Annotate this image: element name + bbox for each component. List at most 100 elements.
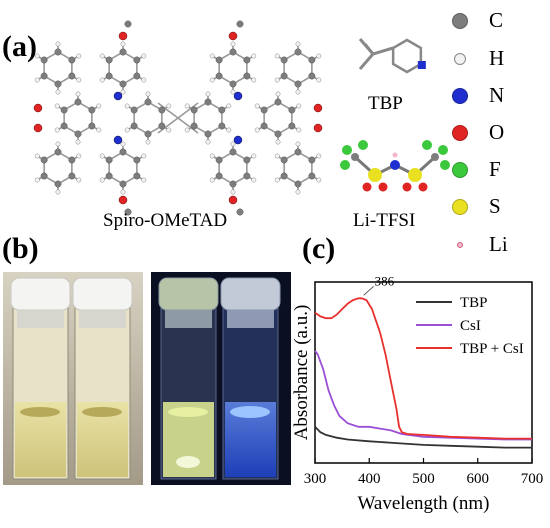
atom-color-dot: [452, 198, 468, 215]
atom-color-dot: [452, 161, 468, 178]
carbon-atom: [40, 56, 48, 64]
carbon-atom: [294, 148, 302, 156]
hydrogen-atom: [230, 41, 236, 47]
carbon-atom: [215, 72, 223, 80]
nitrogen-atom: [233, 91, 243, 101]
carbon-atom: [204, 98, 212, 106]
panel-a-label: (a): [2, 30, 37, 63]
series-line: [314, 350, 532, 441]
hydrogen-atom: [75, 91, 81, 97]
hydrogen-atom: [99, 77, 105, 83]
carbon-atom: [229, 180, 237, 188]
carbon-atom: [280, 172, 288, 180]
sulfur-atom: [408, 168, 422, 182]
carbon-atom: [54, 80, 62, 88]
hydrogen-atom: [166, 103, 172, 109]
hydrogen-atom: [209, 53, 215, 59]
hydrogen-atom: [230, 189, 236, 195]
hydrogen-atom: [274, 177, 280, 183]
hydrogen-atom: [254, 103, 260, 109]
carbon-atom: [105, 72, 113, 80]
carbon-atom: [40, 172, 48, 180]
hydrogen-atom: [145, 139, 151, 145]
hydrogen-atom: [209, 153, 215, 159]
atom-color-dot: [457, 241, 463, 248]
hydrogen-atom: [316, 53, 322, 59]
carbon-atom: [288, 122, 296, 130]
carbon-atom: [308, 72, 316, 80]
hydrogen-atom: [316, 77, 322, 83]
x-tick-label: 300: [304, 471, 327, 487]
hydrogen-atom: [316, 177, 322, 183]
carbon-atom: [105, 56, 113, 64]
hydrogen-atom: [254, 127, 260, 133]
carbon-atom: [54, 148, 62, 156]
carbon-atom: [130, 106, 138, 114]
atom-legend-item: H: [452, 46, 504, 71]
atom-layer: [33, 20, 323, 216]
legend-label: CsI: [460, 318, 481, 334]
hydrogen-atom: [55, 141, 61, 147]
hydrogen-atom: [275, 91, 281, 97]
panel-c-label: (c): [302, 232, 336, 265]
fluorine-atom: [422, 140, 432, 150]
hydrogen-atom: [230, 89, 236, 95]
hydrogen-atom: [76, 53, 82, 59]
hydrogen-atom: [145, 91, 151, 97]
hydrogen-atom: [141, 53, 147, 59]
hydrogen-atom: [226, 127, 232, 133]
hydrogen-atom: [209, 77, 215, 83]
carbon-atom: [60, 122, 68, 130]
x-tick-label: 400: [358, 471, 381, 487]
carbon-atom: [218, 122, 226, 130]
carbon-atom: [133, 156, 141, 164]
carbon-atom: [215, 172, 223, 180]
carbon-atom: [294, 80, 302, 88]
atom-symbol: S: [489, 194, 501, 218]
hydrogen-atom: [295, 89, 301, 95]
hydrogen-atom: [274, 53, 280, 59]
hydrogen-atom: [184, 103, 190, 109]
methyl-carbon: [124, 208, 132, 216]
atom-symbol: O: [489, 120, 505, 144]
nitrogen-atom: [390, 160, 400, 170]
atom-legend-item: N: [452, 83, 504, 108]
carbon-atom: [88, 122, 96, 130]
tbp-label: TBP: [368, 93, 403, 114]
series-line: [314, 426, 532, 449]
carbon-atom: [260, 106, 268, 114]
carbon-atom: [215, 156, 223, 164]
carbon-atom: [218, 106, 226, 114]
carbon-atom: [105, 156, 113, 164]
oxygen-atom: [228, 195, 238, 205]
x-tick-label: 600: [467, 471, 490, 487]
hydrogen-atom: [251, 177, 257, 183]
carbon-atom: [280, 56, 288, 64]
carbon-atom: [190, 122, 198, 130]
carbon-atom: [190, 106, 198, 114]
x-axis-label: Wavelength (nm): [358, 493, 490, 514]
carbon-atom: [243, 156, 251, 164]
oxygen-atom: [378, 182, 388, 192]
hydrogen-atom: [295, 189, 301, 195]
hydrogen-atom: [124, 127, 130, 133]
carbon-atom: [54, 180, 62, 188]
sulfur-atom: [368, 168, 382, 182]
panel-b-label: (b): [2, 232, 39, 265]
hydrogen-atom: [251, 53, 257, 59]
hydrogen-atom: [99, 153, 105, 159]
carbon-atom: [68, 172, 76, 180]
carbon-atom: [119, 80, 127, 88]
hydrogen-atom: [295, 41, 301, 47]
litfsi-label: Li-TFSI: [353, 210, 416, 231]
carbon-atom: [308, 172, 316, 180]
hydrogen-atom: [75, 139, 81, 145]
hydrogen-atom: [54, 127, 60, 133]
carbon-atom: [215, 56, 223, 64]
carbon-atom: [204, 130, 212, 138]
plot-frame: [314, 281, 533, 464]
peak-annotation: 386: [375, 273, 395, 288]
carbon-atom: [158, 106, 166, 114]
carbon-atom: [144, 98, 152, 106]
